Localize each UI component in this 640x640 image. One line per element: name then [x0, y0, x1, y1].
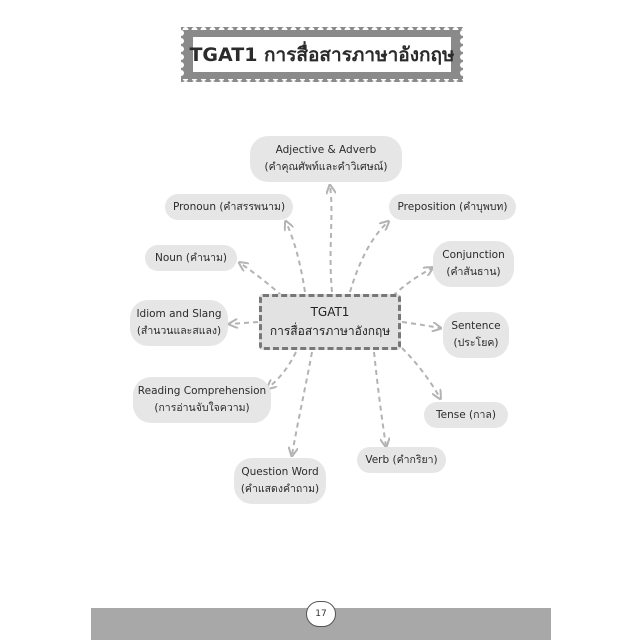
node-label: (การอ่านจับใจความ) — [154, 402, 250, 414]
node-label: (คำคุณศัพท์และคำวิเศษณ์) — [264, 161, 388, 173]
node-adjective-adverb: Adjective & Adverb (คำคุณศัพท์และคำวิเศษ… — [250, 136, 402, 182]
node-preposition: Preposition (คำบุพบท) — [389, 194, 516, 220]
node-label: Adjective & Adverb — [275, 144, 377, 156]
link-conjunction — [392, 268, 432, 297]
link-reading-comprehension — [268, 351, 297, 388]
node-label: Tense (กาล) — [436, 408, 496, 421]
page-title: TGAT1 การสื่อสารภาษาอังกฤษ — [189, 43, 455, 66]
link-verb — [373, 351, 386, 446]
link-tense — [401, 347, 440, 398]
node-sentence: Sentence (ประโยค) — [443, 312, 509, 358]
link-noun — [240, 263, 283, 297]
node-question-word: Question Word (คำแสดงคำถาม) — [234, 458, 326, 504]
node-label: Noun (คำนาม) — [154, 251, 228, 264]
node-label: Question Word — [241, 466, 319, 478]
node-label: Verb (คำกริยา) — [365, 453, 438, 466]
node-label: (ประโยค) — [453, 337, 499, 349]
center-line-2: การสื่อสารภาษาอังกฤษ — [269, 324, 391, 338]
node-label: Sentence — [451, 320, 501, 332]
link-adjective-adverb — [330, 186, 332, 293]
page-number: 17 — [306, 601, 336, 627]
title-banner-frame — [181, 27, 463, 82]
node-verb: Verb (คำกริยา) — [357, 447, 446, 473]
link-question-word — [292, 351, 313, 455]
node-label: Conjunction — [442, 249, 505, 261]
node-tense: Tense (กาล) — [424, 402, 508, 428]
node-pronoun: Pronoun (คำสรรพนาม) — [165, 194, 293, 220]
node-idiom-slang: Idiom and Slang (สำนวนและสแลง) — [130, 300, 228, 346]
center-line-1: TGAT1 — [310, 305, 350, 319]
node-label: Pronoun (คำสรรพนาม) — [172, 200, 286, 213]
node-noun: Noun (คำนาม) — [145, 245, 237, 271]
node-label: Idiom and Slang — [136, 308, 222, 320]
center-node: TGAT1 การสื่อสารภาษาอังกฤษ — [259, 294, 401, 350]
link-pronoun — [286, 222, 306, 293]
link-preposition — [349, 222, 388, 293]
node-conjunction: Conjunction (คำสันธาน) — [433, 241, 514, 287]
node-label: Reading Comprehension — [137, 385, 267, 397]
link-idiom-slang — [230, 322, 259, 324]
node-reading-comprehension: Reading Comprehension (การอ่านจับใจความ) — [133, 377, 271, 423]
node-label: Preposition (คำบุพบท) — [397, 200, 508, 213]
node-label: (คำสันธาน) — [446, 266, 501, 278]
link-sentence — [401, 321, 440, 328]
node-label: (คำแสดงคำถาม) — [240, 483, 320, 495]
node-label: (สำนวนและสแลง) — [136, 325, 222, 337]
